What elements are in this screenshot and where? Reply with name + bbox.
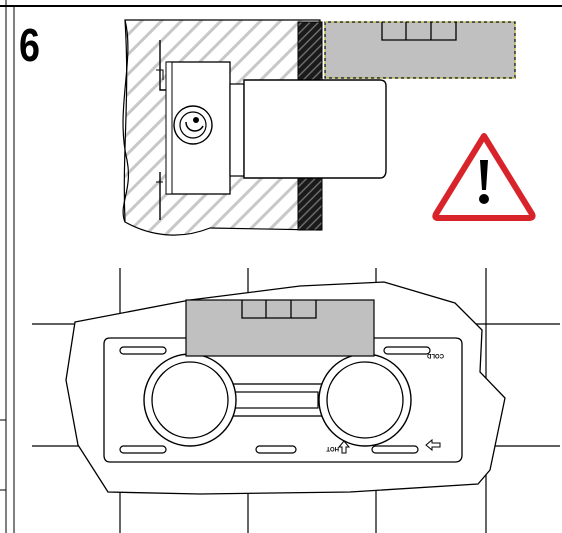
protective-cap-front (185, 299, 375, 357)
arrow-left-icon (425, 438, 441, 452)
warning-triangle-icon (432, 133, 536, 221)
protective-cap (324, 21, 516, 79)
hot-label: HOT (326, 445, 339, 451)
front-view: COLD HOT (32, 268, 560, 533)
cold-label: COLD (426, 352, 444, 358)
mixer-block (243, 79, 387, 179)
arrow-up-icon (337, 440, 351, 454)
step-number: 6 (19, 19, 40, 71)
side-section-view (122, 19, 516, 236)
